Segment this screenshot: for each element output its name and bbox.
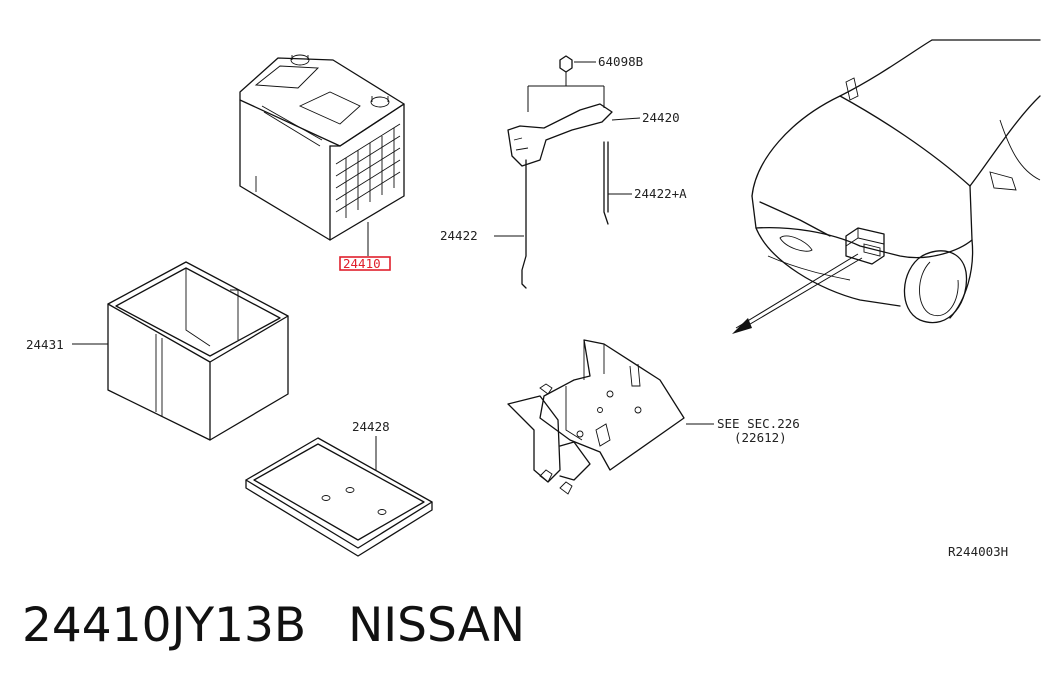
- rod-label: 24422: [440, 228, 478, 243]
- frame-label: 24420: [642, 110, 680, 125]
- vehicle-location-drawing: [732, 39, 1041, 334]
- tray-label: 24428: [352, 419, 390, 434]
- battery-callout[interactable]: 24410: [339, 256, 391, 271]
- footer-caption: 24410JY13B NISSAN: [22, 598, 567, 653]
- frame-nut-label: 64098B: [598, 54, 643, 69]
- battery-part-label: 24410: [343, 256, 381, 271]
- highlight-box: [339, 256, 391, 271]
- mounting-bracket-drawing: [507, 339, 714, 495]
- battery-tray-drawing: [245, 436, 433, 557]
- battery-drawing[interactable]: [239, 54, 405, 256]
- bracket-ref-line1: SEE SEC.226: [717, 416, 800, 431]
- bracket-ref-line2: (22612): [734, 430, 787, 445]
- drawing-id: R244003H: [948, 544, 1008, 559]
- battery-cover-drawing: [72, 261, 289, 441]
- frame-nut-drawing: [527, 55, 605, 112]
- battery-frame-drawing: [494, 103, 641, 289]
- cover-label: 24431: [26, 337, 64, 352]
- rod-a-label: 24422+A: [634, 186, 687, 201]
- brand-name: NISSAN: [348, 598, 526, 653]
- part-number: 24410JY13B: [22, 598, 307, 653]
